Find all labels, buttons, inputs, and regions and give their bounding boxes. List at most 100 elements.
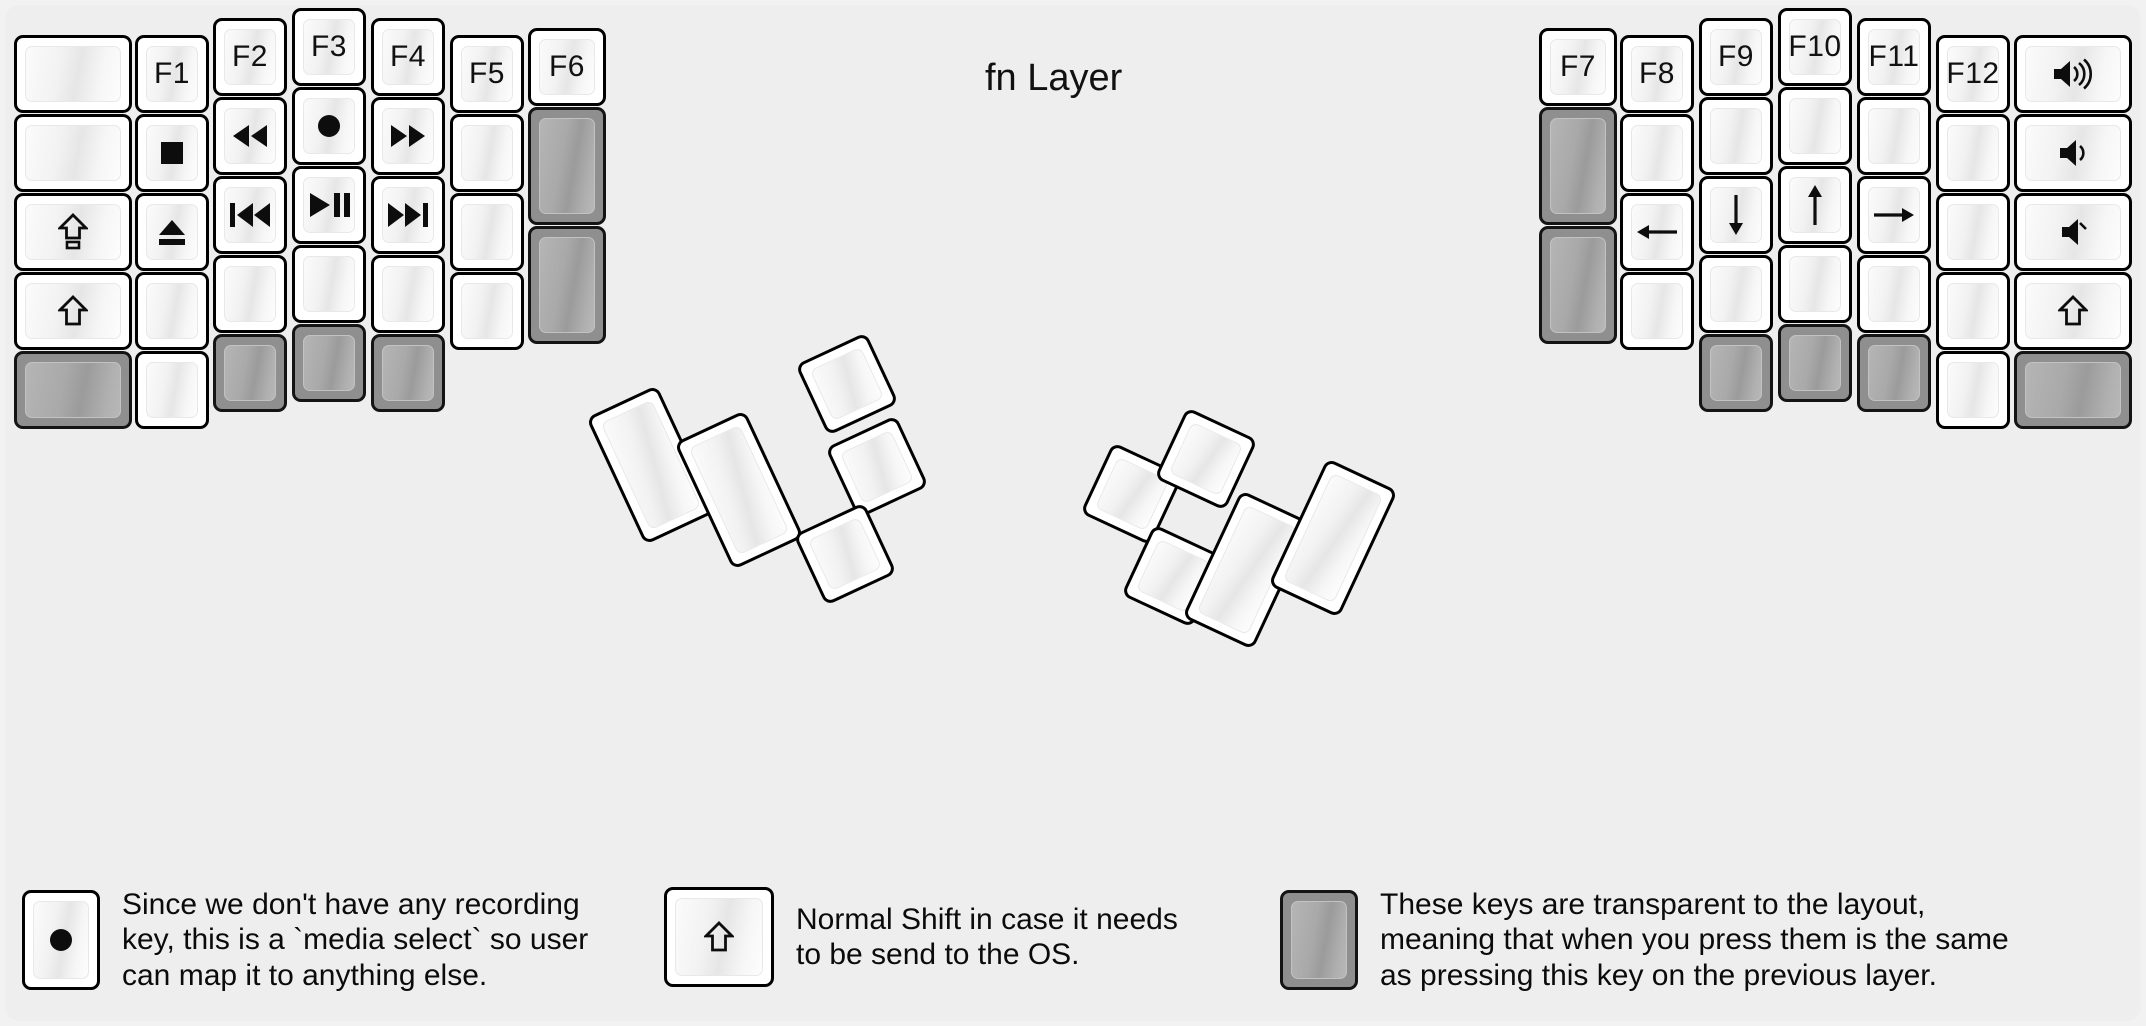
keycap-surface	[33, 901, 89, 980]
right-col-3-key-3[interactable]	[1699, 176, 1773, 254]
left-col-5-key-5[interactable]	[371, 334, 445, 412]
key-label: F7	[1559, 50, 1596, 83]
right-col-2-key-3[interactable]	[1620, 193, 1694, 271]
right-col-2-key-2[interactable]	[1620, 114, 1694, 192]
keycap-surface	[461, 204, 513, 260]
keycap-surface	[1710, 108, 1762, 164]
keycap-surface	[539, 237, 595, 333]
right-col-2-key-4[interactable]	[1620, 272, 1694, 350]
right-col-6-key-3[interactable]	[1936, 193, 2010, 271]
left-col-3-key-1[interactable]: F2	[213, 18, 287, 96]
left-col-2-key-4[interactable]	[135, 272, 209, 350]
left-col-5-key-2[interactable]	[371, 97, 445, 175]
caps-lock-icon	[58, 213, 88, 251]
right-col-6-key-2[interactable]	[1936, 114, 2010, 192]
right-col-6-key-5[interactable]	[1936, 351, 2010, 429]
right-col-5-key-5[interactable]	[1857, 334, 1931, 412]
keycap-surface	[1947, 362, 1999, 418]
left-col-2-key-1[interactable]: F1	[135, 35, 209, 113]
keycap-surface	[2025, 125, 2121, 181]
left-col-4-key-4[interactable]	[292, 245, 366, 323]
right-col-2-key-1[interactable]: F8	[1620, 35, 1694, 113]
right-col-7-key-3[interactable]	[2014, 193, 2132, 271]
left-col-4-key-1[interactable]: F3	[292, 8, 366, 86]
right-col-4-key-4[interactable]	[1778, 245, 1852, 323]
record-icon	[44, 923, 78, 957]
right-col-5-key-1[interactable]: F11	[1857, 18, 1931, 96]
keycap-surface	[303, 98, 355, 154]
arrow-down-icon	[1722, 193, 1750, 237]
left-col-7-key-2[interactable]	[528, 107, 606, 225]
keycap-surface	[539, 118, 595, 214]
right-col-4-key-1[interactable]: F10	[1778, 8, 1852, 86]
right-col-3-key-5[interactable]	[1699, 334, 1773, 412]
left-col-1-key-4[interactable]	[14, 272, 132, 350]
right-col-3-key-2[interactable]	[1699, 97, 1773, 175]
left-col-7-key-1[interactable]: F6	[528, 28, 606, 106]
right-col-5-key-3[interactable]	[1857, 176, 1931, 254]
right-col-3-key-4[interactable]	[1699, 255, 1773, 333]
keycap-surface: F9	[1710, 29, 1762, 85]
volume-mute-icon	[2058, 216, 2088, 248]
right-col-7-key-5[interactable]	[2014, 351, 2132, 429]
right-col-5-key-2[interactable]	[1857, 97, 1931, 175]
left-col-3-key-3[interactable]	[213, 176, 287, 254]
left-col-7-key-3[interactable]	[528, 226, 606, 344]
right-col-7-key-2[interactable]	[2014, 114, 2132, 192]
keycap-surface	[1291, 901, 1347, 980]
keycap-surface: F4	[382, 29, 434, 85]
right-col-4-key-2[interactable]	[1778, 87, 1852, 165]
left-col-2-key-3[interactable]	[135, 193, 209, 271]
left-col-1-key-2[interactable]	[14, 114, 132, 192]
left-col-6-key-4[interactable]	[450, 272, 524, 350]
left-col-3-key-5[interactable]	[213, 334, 287, 412]
left-col-3-key-2[interactable]	[213, 97, 287, 175]
right-col-1-key-3[interactable]	[1539, 226, 1617, 344]
eject-icon	[154, 216, 190, 248]
left-col-6-key-1[interactable]: F5	[450, 35, 524, 113]
keycap-surface	[25, 125, 121, 181]
left-col-3-key-4[interactable]	[213, 255, 287, 333]
left-col-5-key-3[interactable]	[371, 176, 445, 254]
left-col-4-key-3[interactable]	[292, 166, 366, 244]
keycap-surface	[303, 256, 355, 312]
left-col-6-key-3[interactable]	[450, 193, 524, 271]
keycap-surface	[1550, 237, 1606, 333]
left-col-2-key-2[interactable]	[135, 114, 209, 192]
key-label: F2	[231, 40, 268, 73]
keycap-surface	[1868, 345, 1920, 401]
right-col-4-key-5[interactable]	[1778, 324, 1852, 402]
legend-transparent-key-description: These keys are transparent to the layout…	[1380, 888, 2009, 992]
keycap-surface	[1868, 108, 1920, 164]
key-label: F6	[548, 50, 585, 83]
right-col-7-key-4[interactable]	[2014, 272, 2132, 350]
keycap-surface	[224, 108, 276, 164]
record-icon	[312, 109, 346, 143]
keycap-surface	[1789, 98, 1841, 154]
right-col-6-key-1[interactable]: F12	[1936, 35, 2010, 113]
right-col-3-key-1[interactable]: F9	[1699, 18, 1773, 96]
right-col-1-key-2[interactable]	[1539, 107, 1617, 225]
left-col-4-key-2[interactable]	[292, 87, 366, 165]
key-label: F9	[1717, 40, 1754, 73]
legend-transparent-key: These keys are transparent to the layout…	[1280, 887, 2009, 993]
right-col-4-key-3[interactable]	[1778, 166, 1852, 244]
fast-forward-icon	[387, 121, 429, 151]
right-col-7-key-1[interactable]	[2014, 35, 2132, 113]
keycap-surface	[807, 516, 883, 592]
right-col-5-key-4[interactable]	[1857, 255, 1931, 333]
left-col-2-key-5[interactable]	[135, 351, 209, 429]
keycap-surface	[1789, 177, 1841, 233]
left-col-5-key-4[interactable]	[371, 255, 445, 333]
left-col-1-key-5[interactable]	[14, 351, 132, 429]
keycap-surface	[303, 177, 355, 233]
right-col-1-key-1[interactable]: F7	[1539, 28, 1617, 106]
left-col-1-key-3[interactable]	[14, 193, 132, 271]
left-col-6-key-2[interactable]	[450, 114, 524, 192]
left-col-1-key-1[interactable]	[14, 35, 132, 113]
left-col-5-key-1[interactable]: F4	[371, 18, 445, 96]
keycap-surface	[2025, 46, 2121, 102]
keycap-surface	[146, 283, 198, 339]
left-col-4-key-5[interactable]	[292, 324, 366, 402]
right-col-6-key-4[interactable]	[1936, 272, 2010, 350]
